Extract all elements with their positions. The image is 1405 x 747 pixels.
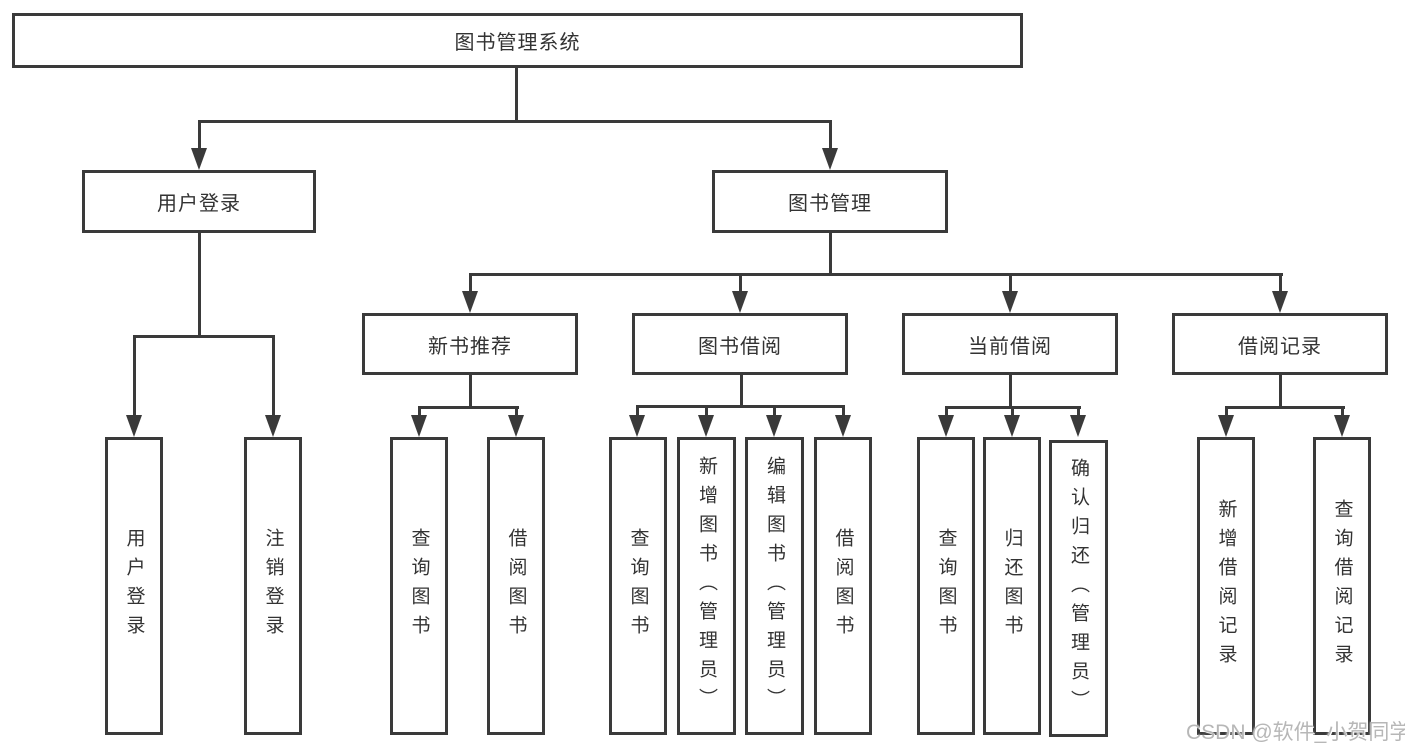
connector-arrow-leaf-line (1341, 406, 1344, 418)
arrowhead-new-book (462, 291, 478, 313)
leaf-borrow-books-1: 借阅图书 (487, 437, 545, 735)
node-borrow-records-label: 借阅记录 (1238, 335, 1322, 358)
leaf-label: 新增借阅记录 (1215, 499, 1237, 673)
connector-current-borrow-stub (1009, 373, 1012, 409)
connector-arrow-leaf-line (1011, 406, 1014, 418)
node-new-book-recommend: 新书推荐 (362, 313, 578, 375)
leaf-label: 编辑图书（管理员） (764, 455, 785, 717)
leaf-label: 查询借阅记录 (1331, 499, 1353, 673)
node-book-management-label: 图书管理 (788, 193, 872, 215)
connector-book-borrow-stub (740, 375, 743, 408)
leaf-add-book-admin: 新增图书（管理员） (677, 437, 736, 735)
connector-arrow-user-login-line (198, 120, 201, 152)
connector-user-login-stub (198, 231, 201, 337)
leaf-logout: 注销登录 (244, 437, 302, 735)
node-current-borrow: 当前借阅 (902, 313, 1118, 375)
leaf-borrow-books-2: 借阅图书 (814, 437, 872, 735)
arrowhead-leaf-borrow-books-2 (835, 415, 851, 437)
connector-arrow-leaf-line (636, 405, 639, 418)
connector-arrow-new-book-line (469, 273, 472, 295)
connector-arrow-leaf-line (418, 406, 421, 418)
leaf-label: 查询图书 (408, 528, 430, 644)
connector-borrow-records-stub (1279, 373, 1282, 409)
arrowhead-leaf-query-books-3 (938, 415, 954, 437)
node-book-borrow-label: 图书借阅 (698, 335, 782, 358)
leaf-label: 归还图书 (1001, 528, 1023, 644)
arrowhead-leaf-logout (265, 415, 281, 437)
connector-arrow-leaf-line (773, 405, 776, 418)
arrowhead-leaf-borrow-books-1 (508, 415, 524, 437)
connector-book-mgmt-branch (469, 273, 1283, 276)
connector-arrow-book-borrow-line (739, 273, 742, 295)
leaf-edit-book-admin: 编辑图书（管理员） (745, 437, 804, 735)
arrowhead-user-login (191, 148, 207, 170)
node-current-borrow-label: 当前借阅 (968, 335, 1052, 358)
arrowhead-current-borrow (1002, 291, 1018, 313)
arrowhead-leaf-user-login (126, 415, 142, 437)
csdn-watermark: CSDN @软件_小贺同学 (1186, 721, 1405, 744)
leaf-confirm-return-admin: 确认归还（管理员） (1049, 440, 1108, 737)
connector-arrow-current-borrow-line (1009, 273, 1012, 295)
connector-borrow-records-branch (1225, 406, 1345, 409)
connector-arrow-leaf-line (272, 335, 275, 417)
connector-arrow-leaf-line (705, 405, 708, 418)
arrowhead-leaf-add-borrow-record (1218, 415, 1234, 437)
connector-root-stub (515, 66, 518, 122)
connector-user-login-branch (133, 335, 275, 338)
connector-arrow-borrow-records-line (1279, 273, 1282, 295)
arrowhead-book-mgmt (822, 148, 838, 170)
arrowhead-leaf-query-borrow-record (1334, 415, 1350, 437)
arrowhead-borrow-records (1272, 291, 1288, 313)
node-root: 图书管理系统 (12, 13, 1023, 68)
connector-arrow-leaf-line (1225, 406, 1228, 418)
leaf-query-books-2: 查询图书 (609, 437, 667, 735)
arrowhead-leaf-confirm-return (1070, 415, 1086, 437)
leaf-label: 确认归还（管理员） (1068, 458, 1089, 719)
connector-arrow-leaf-line (133, 335, 136, 417)
arrowhead-leaf-add-book (698, 415, 714, 437)
connector-new-book-branch (418, 406, 519, 409)
connector-root-branch (198, 120, 832, 123)
leaf-label: 注销登录 (262, 528, 284, 644)
leaf-label: 借阅图书 (505, 528, 527, 644)
leaf-query-books-1: 查询图书 (390, 437, 448, 735)
leaf-add-borrow-record: 新增借阅记录 (1197, 437, 1255, 735)
leaf-label: 新增图书（管理员） (696, 455, 717, 717)
connector-arrow-leaf-line (945, 406, 948, 418)
leaf-label: 借阅图书 (832, 528, 854, 644)
leaf-query-books-3: 查询图书 (917, 437, 975, 735)
arrowhead-leaf-query-books-2 (629, 415, 645, 437)
node-root-label: 图书管理系统 (454, 32, 581, 54)
connector-arrow-leaf-line (515, 406, 518, 418)
node-user-login-label: 用户登录 (157, 193, 241, 215)
node-new-book-recommend-label: 新书推荐 (428, 335, 512, 358)
node-book-borrow: 图书借阅 (632, 313, 848, 375)
leaf-label: 用户登录 (123, 528, 145, 644)
leaf-label: 查询图书 (935, 528, 957, 644)
leaf-label: 查询图书 (627, 528, 649, 644)
node-book-management: 图书管理 (712, 170, 948, 233)
connector-arrow-book-mgmt-line (829, 120, 832, 152)
arrowhead-leaf-edit-book (766, 415, 782, 437)
arrowhead-leaf-query-books-1 (411, 415, 427, 437)
connector-arrow-leaf-line (842, 405, 845, 418)
leaf-query-borrow-record: 查询借阅记录 (1313, 437, 1371, 735)
arrowhead-leaf-return-books (1004, 415, 1020, 437)
leaf-user-login: 用户登录 (105, 437, 163, 735)
connector-arrow-leaf-line (1077, 406, 1080, 418)
connector-book-borrow-branch (636, 405, 845, 408)
connector-book-mgmt-stub (829, 231, 832, 275)
node-borrow-records: 借阅记录 (1172, 313, 1388, 375)
leaf-return-books: 归还图书 (983, 437, 1041, 735)
arrowhead-book-borrow (732, 291, 748, 313)
node-user-login: 用户登录 (82, 170, 316, 233)
connector-new-book-stub (469, 373, 472, 409)
